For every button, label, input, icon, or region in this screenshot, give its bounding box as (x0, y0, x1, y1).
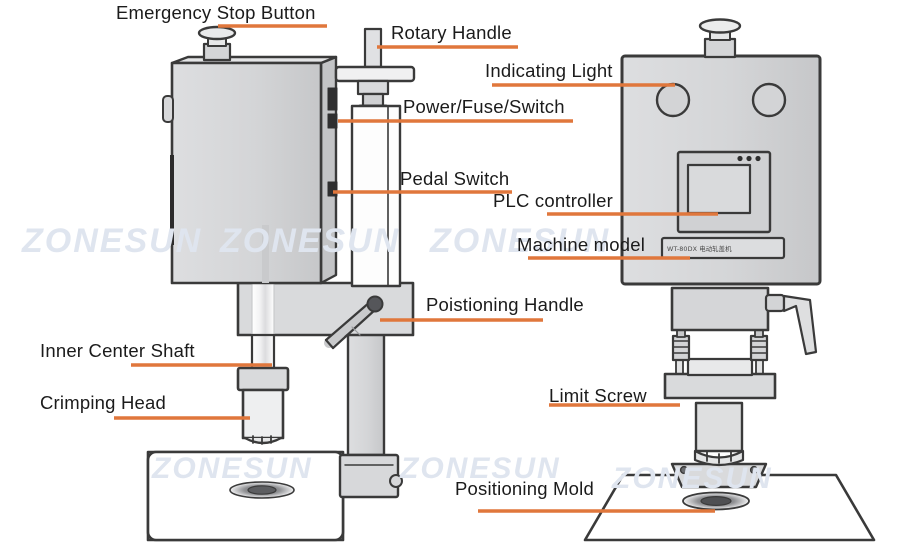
callout-pedal-switch: Pedal Switch (400, 168, 510, 189)
watermark: ZONESUN (430, 222, 611, 260)
right-positioning-mold (682, 491, 750, 511)
callout-machine-model: Machine model (517, 234, 646, 255)
callout-crimping-head: Crimping Head (40, 392, 166, 413)
indicating-light-left (655, 82, 691, 118)
left-emergency-stop-button (197, 25, 237, 62)
left-positioning-mold (229, 481, 295, 499)
left-positioning-handle (324, 295, 384, 350)
left-column (338, 308, 403, 499)
callout-rotary-handle: Rotary Handle (391, 22, 512, 43)
model-plate-text: WT-80DX 电动轧盖机 (667, 245, 732, 253)
callout-emergency-stop-button: Emergency Stop Button (116, 2, 316, 23)
right-guide-posts (671, 327, 769, 362)
right-crimping-head (693, 401, 745, 467)
watermark: ZONESUN (220, 222, 401, 260)
callout-positioning-mold: Positioning Mold (455, 478, 594, 499)
watermark: ZONESUN (22, 222, 203, 260)
watermark: ZONESUN (400, 452, 561, 485)
indicating-light-right (751, 82, 787, 118)
callout-indicating-light: Indicating Light (485, 60, 613, 81)
callout-inner-center-shaft: Inner Center Shaft (40, 340, 195, 361)
left-rotary-handle (334, 27, 416, 108)
leader-lines (114, 24, 718, 513)
callout-limit-screw: Limit Screw (549, 385, 647, 406)
callout-power-fuse-switch: Power/Fuse/Switch (403, 96, 565, 117)
right-emergency-stop-button (698, 18, 742, 59)
watermark: ZONESUN (152, 452, 313, 485)
right-positioning-handle (764, 293, 818, 356)
left-crimping-head (236, 366, 290, 445)
callout-plc-controller: PLC controller (493, 190, 614, 211)
left-control-cabinet (162, 55, 338, 285)
model-nameplate (660, 236, 786, 260)
watermark: ZONESUN (612, 462, 773, 495)
left-vertical-body (350, 104, 402, 288)
callout-poistioning-handle: Poistioning Handle (426, 294, 584, 315)
right-lower-body (670, 286, 770, 332)
right-slide-plate (663, 357, 777, 400)
